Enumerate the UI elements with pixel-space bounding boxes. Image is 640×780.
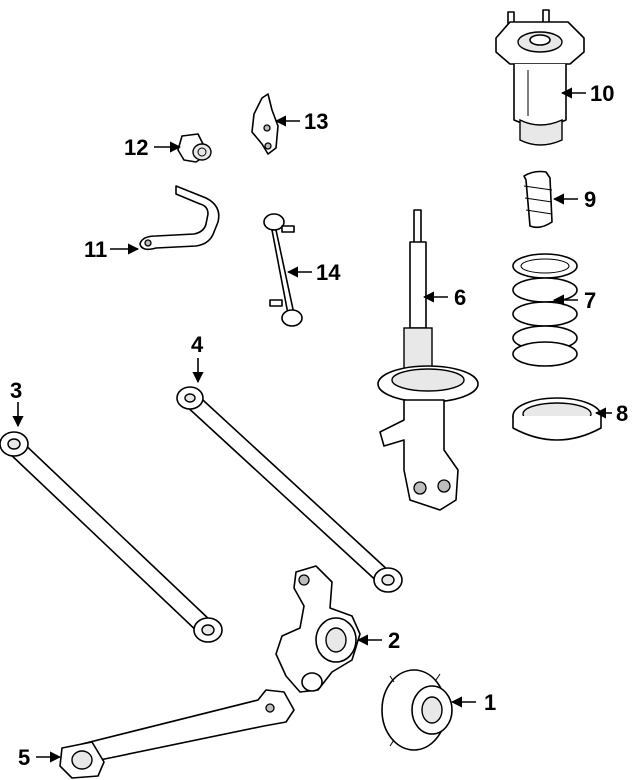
callout-3: 3 <box>10 378 22 403</box>
part-6-strut-assembly[interactable] <box>377 209 479 511</box>
callout-9: 9 <box>584 187 596 212</box>
callout-8: 8 <box>616 401 628 426</box>
callout-10: 10 <box>590 81 614 106</box>
callout-12: 12 <box>124 135 148 160</box>
callout-6: 6 <box>454 285 466 310</box>
part-2-knuckle[interactable] <box>275 565 361 693</box>
part-13-bracket[interactable] <box>251 93 279 155</box>
callout-13: 13 <box>304 109 328 134</box>
callout-5: 5 <box>18 745 30 770</box>
part-10-strut-mount[interactable] <box>495 9 585 146</box>
part-7-coil-spring[interactable] <box>512 253 578 367</box>
part-14-stabilizer-link[interactable] <box>263 213 303 327</box>
part-1-hub-bearing[interactable] <box>381 669 453 751</box>
part-11-stabilizer-bar[interactable] <box>139 185 220 251</box>
part-4-control-arm[interactable] <box>176 386 403 593</box>
part-5-trailing-arm[interactable] <box>59 689 295 779</box>
callout-4: 4 <box>191 332 204 357</box>
part-12-bushing[interactable] <box>177 133 212 163</box>
callout-7: 7 <box>584 288 596 313</box>
part-3-control-arm[interactable] <box>0 431 223 643</box>
part-8-spring-insulator[interactable] <box>512 397 602 441</box>
callout-11: 11 <box>84 237 107 262</box>
callout-14: 14 <box>316 260 341 285</box>
callout-1: 1 <box>484 690 496 715</box>
callout-2: 2 <box>388 628 400 653</box>
part-9-bump-stop[interactable] <box>523 170 553 229</box>
leader-lines <box>12 87 612 763</box>
